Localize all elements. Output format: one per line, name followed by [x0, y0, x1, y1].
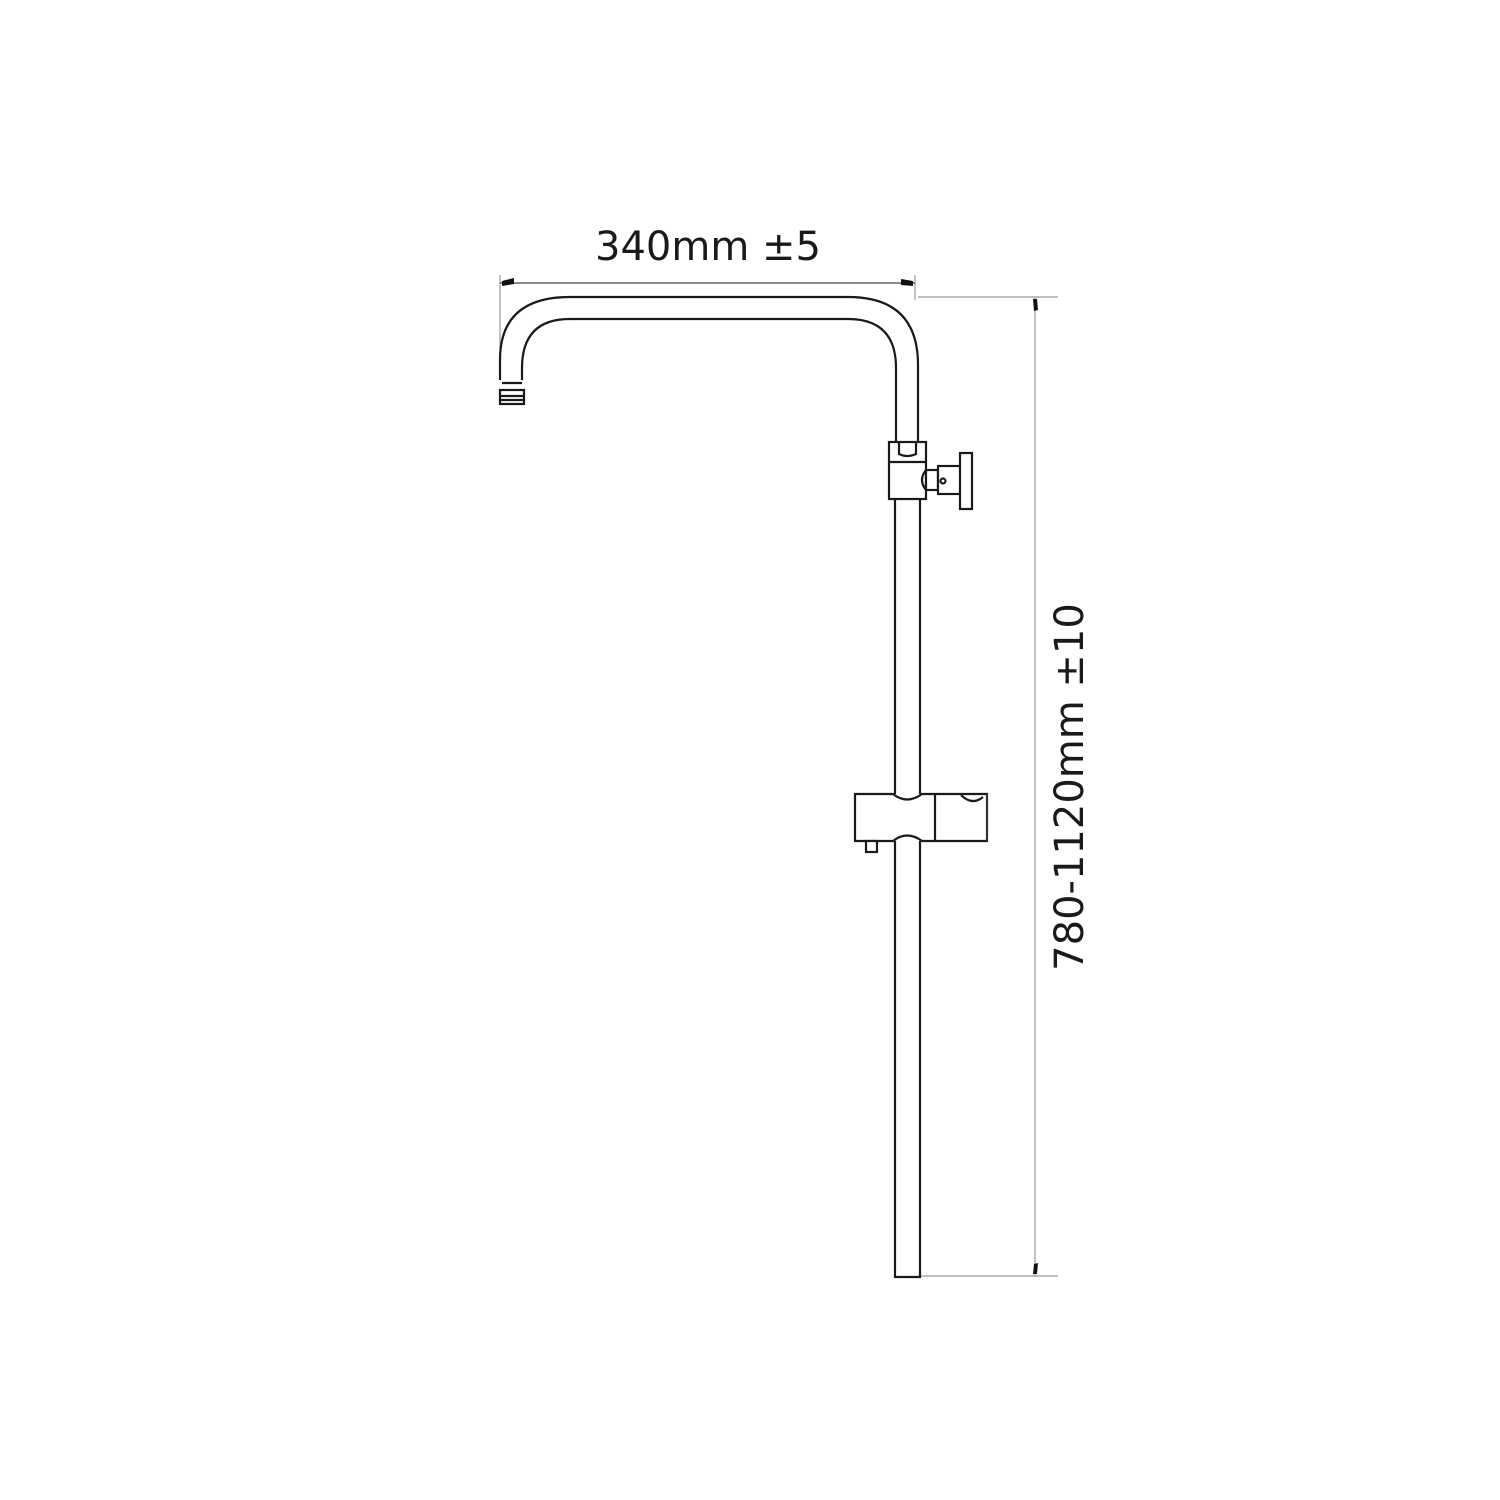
arrow-bottom-icon	[1033, 1263, 1038, 1274]
horizontal-dimension-label: 340mm ±5	[595, 224, 821, 270]
vertical-dimension: 780-1120mm ±10	[918, 296, 1093, 1277]
shower-arm	[498, 295, 920, 442]
arrow-top-icon	[1033, 299, 1038, 311]
slider-holder	[853, 792, 989, 854]
arrow-right-icon	[901, 279, 913, 286]
riser-rail	[893, 499, 922, 1279]
arm-outlet-nut	[498, 381, 526, 406]
arrow-left-icon	[502, 278, 514, 286]
wall-bracket	[887, 440, 974, 511]
vertical-dimension-label: 780-1120mm ±10	[1047, 603, 1093, 971]
horizontal-dimension: 340mm ±5	[499, 224, 916, 360]
